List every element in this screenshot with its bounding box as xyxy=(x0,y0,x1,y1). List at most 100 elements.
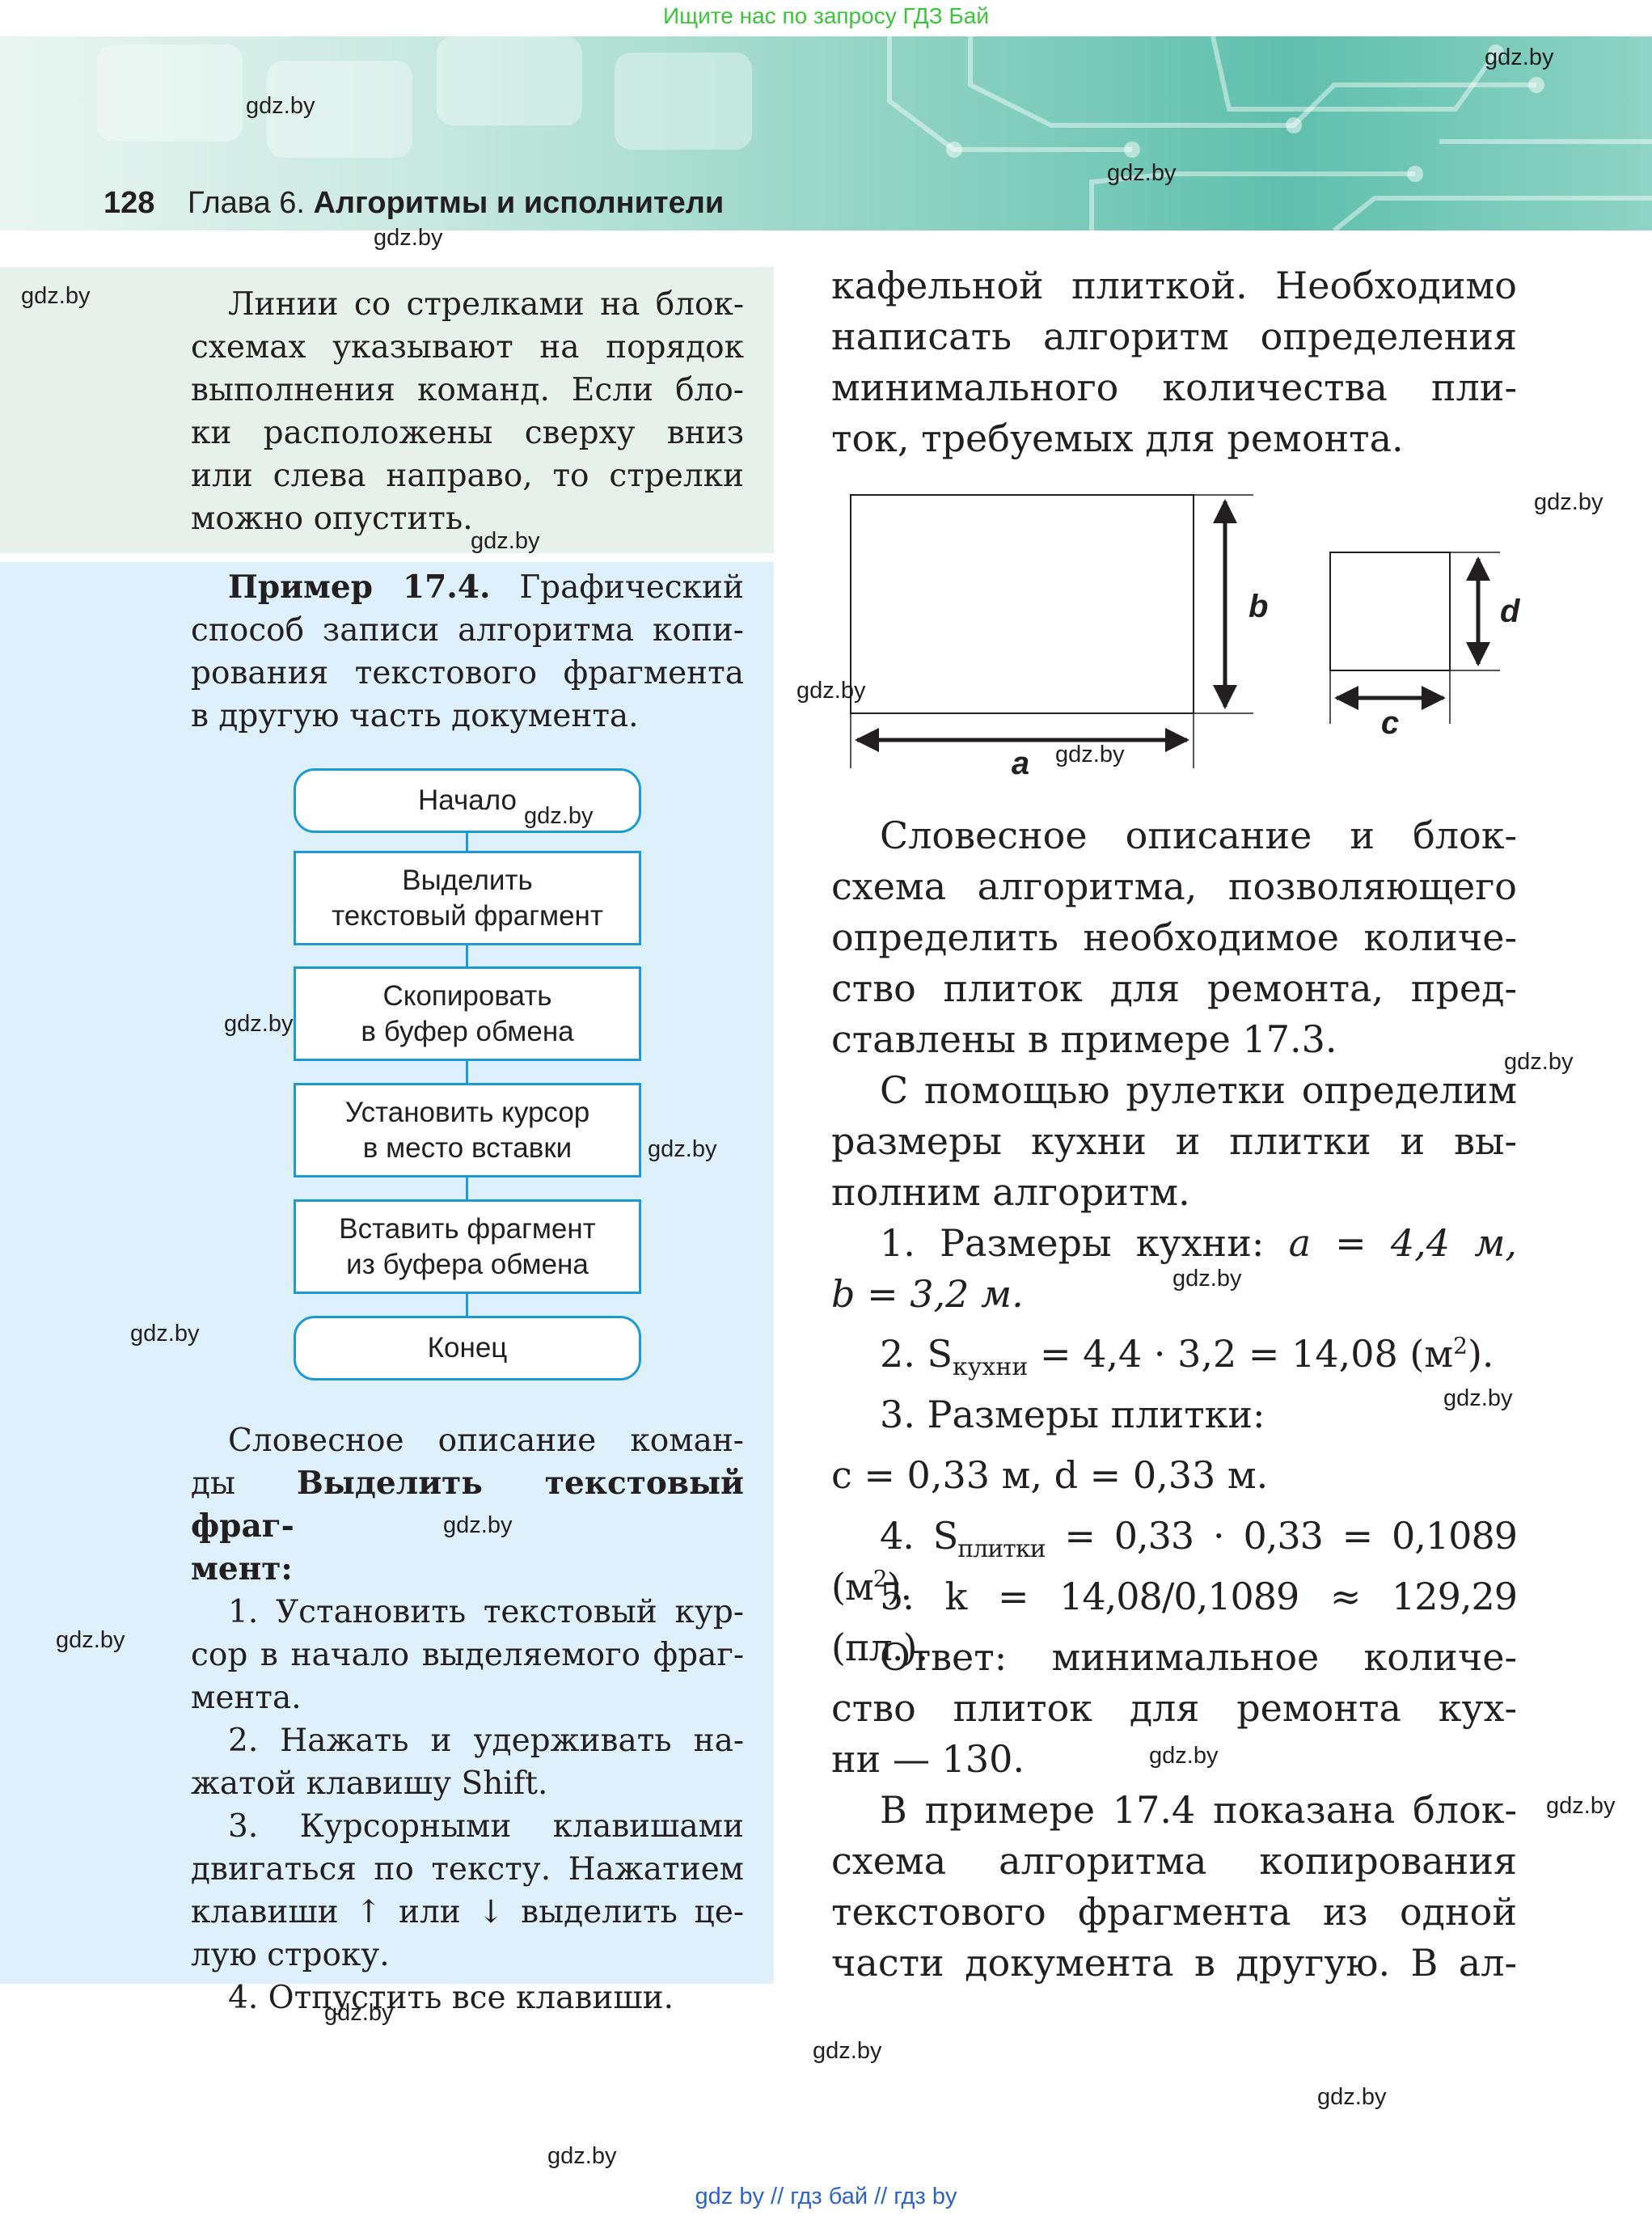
watermark: gdz.by xyxy=(813,2038,882,2064)
top-banner[interactable]: Ищите нас по запросу ГДЗ Бай xyxy=(662,3,990,28)
description-line: ды xyxy=(191,1465,297,1502)
page-number: 128 xyxy=(104,186,155,220)
command-name: Выделить текстовый фраг- xyxy=(191,1465,744,1545)
command-description: Словесное описание коман- ды Выделить те… xyxy=(191,1419,744,2019)
body-line: минимального количества пли- xyxy=(831,366,1517,409)
body-line: написать алгоритм определения xyxy=(831,315,1517,358)
watermark: gdz.by xyxy=(1485,44,1554,70)
body-line: кафельной плиткой. Необходимо xyxy=(831,264,1517,307)
watermark: gdz.by xyxy=(21,283,91,309)
calc-value: a = 4,4 м, xyxy=(1288,1221,1518,1265)
example-box: Пример 17.4. Графический способ записи а… xyxy=(0,562,774,2016)
example-line: в другую часть документа. xyxy=(191,698,639,734)
step-line: жатой клавишу Shift. xyxy=(191,1765,548,1802)
flowchart-connector xyxy=(466,1178,468,1199)
watermark: gdz.by xyxy=(130,1321,200,1347)
note-line: ки расположены сверху вниз xyxy=(191,415,744,451)
command-name: мент: xyxy=(191,1550,293,1588)
description-line: Словесное описание коман- xyxy=(228,1423,744,1459)
flowchart-connector xyxy=(466,1294,468,1316)
body-line: С помощью рулетки определим xyxy=(880,1068,1517,1112)
watermark: gdz.by xyxy=(471,528,540,554)
flowchart-end-label: Конец xyxy=(427,1332,508,1364)
body-line: части документа в другую. В ал- xyxy=(831,1941,1517,1985)
watermark: gdz.by xyxy=(1504,1049,1574,1075)
flowchart-end: Конец xyxy=(294,1316,641,1380)
note-text: Линии со стрелками на блок- схемах указы… xyxy=(191,283,744,540)
watermark: gdz.by xyxy=(374,225,443,251)
answer-line: ство плиток для ремонта кух- xyxy=(831,1686,1517,1730)
flowchart-step-line: из буфера обмена xyxy=(346,1248,589,1280)
chapter-title: Глава 6. Алгоритмы и исполнители xyxy=(188,186,724,221)
step-line: мента. xyxy=(191,1680,302,1716)
kitchen-rectangle xyxy=(850,494,1194,714)
body-line: ставлены в примере 17.3. xyxy=(831,1017,1337,1061)
calc-tile-count: 5. k = 14,08/0,1089 ≈ 129,29 (пл.). xyxy=(831,1575,1518,1669)
watermark: gdz.by xyxy=(1055,742,1125,767)
step-line: 2. Нажать и удерживать на- xyxy=(228,1723,744,1759)
watermark: gdz.by xyxy=(1546,1793,1616,1819)
label-d: d xyxy=(1500,594,1521,629)
body-line: схема алгоритма копирования xyxy=(831,1839,1517,1883)
body-line: Словесное описание и блок- xyxy=(880,814,1517,857)
chapter-name: Алгоритмы и исполнители xyxy=(313,186,725,220)
flowchart-step-line: Скопировать xyxy=(382,979,552,1012)
example-heading: Пример 17.4. Графический способ записи а… xyxy=(191,566,744,738)
right-body: Словесное описание и блок- схема алгорит… xyxy=(831,810,1518,1989)
watermark: gdz.by xyxy=(56,1627,125,1653)
step-line: 1. Установить текстовый кур- xyxy=(228,1594,744,1630)
chapter-header xyxy=(0,36,1652,230)
watermark: gdz.by xyxy=(224,1011,294,1037)
note-line: можно опустить. xyxy=(191,501,473,537)
calc-step: 1. Размеры кухни: xyxy=(880,1221,1289,1265)
watermark: gdz.by xyxy=(547,2143,617,2169)
bottom-links[interactable]: gdz by // гдз бай // гдз by xyxy=(695,2184,957,2209)
flowchart-step-line: в буфер обмена xyxy=(361,1015,574,1047)
step-line: двигаться по тексту. Нажатием xyxy=(191,1851,744,1888)
watermark: gdz.by xyxy=(1443,1385,1513,1411)
right-intro: кафельной плиткой. Необходимо написать а… xyxy=(831,260,1517,464)
note-line: выполнения команд. Если бло- xyxy=(191,372,744,408)
body-line: схема алгоритма, позволяющего xyxy=(831,865,1517,908)
flowchart-connector xyxy=(466,945,468,966)
watermark: gdz.by xyxy=(1317,2084,1387,2110)
example-line: рования текстового фрагмента xyxy=(191,655,744,691)
example-label: Пример 17.4. xyxy=(228,569,491,606)
flowchart-step-line: в место вставки xyxy=(362,1131,572,1164)
note-line: схемах указывают на порядок xyxy=(191,329,744,366)
flowchart-step-line: Установить курсор xyxy=(344,1096,590,1128)
body-line: текстового фрагмента из одной xyxy=(831,1890,1517,1934)
label-c: c xyxy=(1381,705,1399,741)
step-line: 3. Курсорными клавишами xyxy=(228,1808,744,1845)
calc-value: c = 0,33 м, d = 0,33 м. xyxy=(831,1453,1269,1497)
body-line: ток, требуемых для ремонта. xyxy=(831,416,1404,460)
watermark: gdz.by xyxy=(648,1136,717,1162)
flowchart-start: Начало xyxy=(294,768,641,833)
dimensions-diagram: a b c d xyxy=(850,494,1521,781)
note-line: Линии со стрелками на блок- xyxy=(228,286,744,323)
body-line: В примере 17.4 показана блок- xyxy=(880,1788,1517,1832)
answer-line: Ответ: минимальное количе- xyxy=(880,1635,1517,1679)
note-line: или слева направо, то стрелки xyxy=(191,458,744,494)
flowchart-step-line: Вставить фрагмент xyxy=(339,1212,596,1245)
watermark: gdz.by xyxy=(443,1512,513,1538)
note-box: Линии со стрелками на блок- схемах указы… xyxy=(0,267,774,553)
watermark: gdz.by xyxy=(524,803,594,829)
example-line: способ записи алгоритма копи- xyxy=(191,612,744,649)
watermark: gdz.by xyxy=(246,93,315,119)
example-line: Графический xyxy=(490,569,744,606)
flowchart-start-label: Начало xyxy=(418,784,517,816)
circuit-background-image xyxy=(97,36,1652,230)
watermark: gdz.by xyxy=(1172,1266,1242,1292)
step-line: 4. Отпустить все клавиши. xyxy=(228,1980,674,2016)
step-line: сор в начало выделяемого фраг- xyxy=(191,1637,744,1673)
watermark: gdz.by xyxy=(796,678,866,704)
answer-line: ни — 130. xyxy=(831,1737,1025,1781)
body-line: размеры кухни и плитки и вы- xyxy=(831,1119,1517,1163)
calc-value: b = 3,2 м. xyxy=(831,1272,1024,1316)
body-line: определить необходимое количе- xyxy=(831,915,1517,959)
